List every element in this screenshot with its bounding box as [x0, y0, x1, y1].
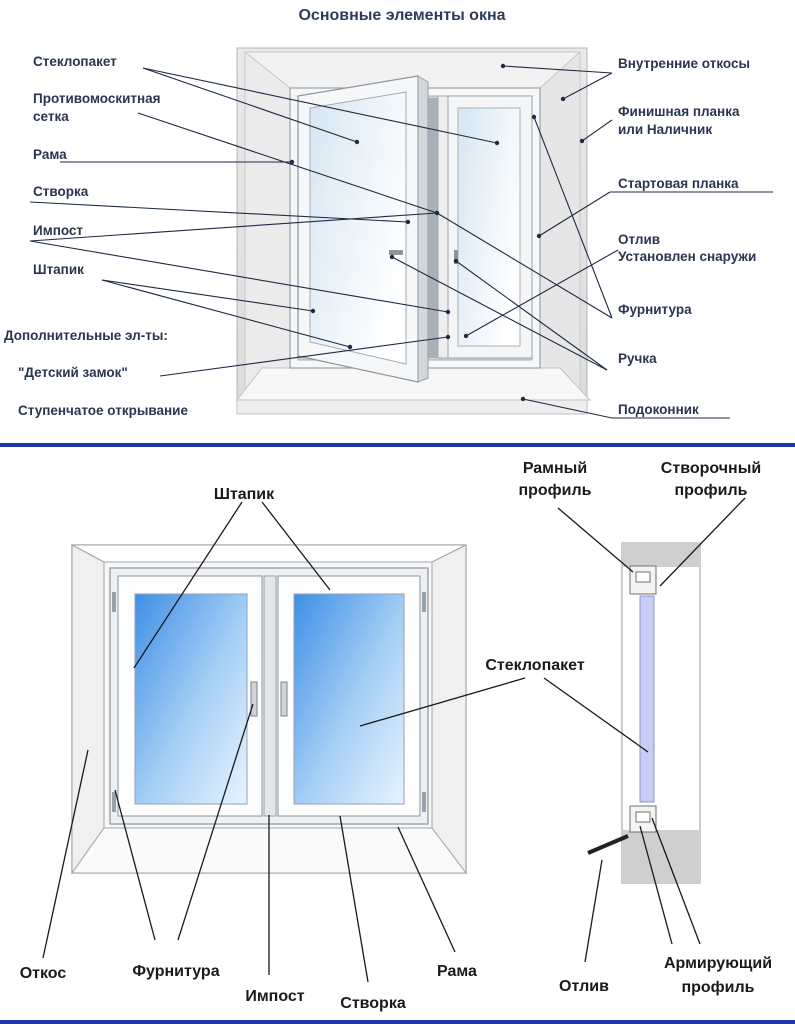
bottom-border [0, 1020, 795, 1024]
label-frame-bottom: Рама [437, 963, 477, 980]
label-mosquito-net-line2: сетка [33, 109, 69, 124]
profile-cross-section [587, 542, 701, 884]
bottom-leader-lines [42, 497, 746, 983]
label-frame-profile-line2: профиль [518, 482, 591, 499]
label-sash: Створка [33, 184, 89, 199]
label-inner-slopes: Внутренние откосы [618, 56, 750, 71]
label-handle: Ручка [618, 351, 657, 366]
label-sill: Подоконник [618, 402, 699, 417]
label-step-opening: Ступенчатое открывание [18, 403, 188, 418]
diagram-title: Основные элементы окна [298, 7, 505, 24]
label-glazing: Стеклопакет [33, 54, 117, 69]
label-hardware: Фурнитура [618, 302, 692, 317]
label-hardware-bottom: Фурнитура [132, 963, 219, 980]
label-drip-bottom: Отлив [559, 978, 609, 995]
label-sash-profile-line1: Створочный [661, 460, 761, 477]
label-bead-bottom: Штапик [214, 486, 275, 503]
label-drip-line1: Отлив [618, 232, 660, 247]
label-finish-strip-line1: Финишная планка [618, 104, 740, 119]
label-sash-profile-line2: профиль [674, 482, 747, 499]
label-slope: Откос [20, 965, 67, 982]
label-glazing-bottom: Стеклопакет [485, 657, 584, 674]
label-start-strip: Стартовая планка [618, 176, 739, 191]
label-impost-bottom: Импост [245, 988, 304, 1005]
top-leader-lines [29, 65, 773, 419]
label-reinforcing-profile-line2: профиль [681, 979, 754, 996]
top-window-illustration [235, 47, 592, 415]
label-reinforcing-profile-line1: Армирующий [664, 955, 772, 972]
label-child-lock: "Детский замок" [18, 365, 128, 380]
label-finish-strip-line2: или Наличник [618, 122, 712, 137]
label-drip-line2: Установлен снаружи [618, 249, 756, 264]
section-divider [0, 443, 795, 447]
label-impost: Импост [33, 223, 83, 238]
label-frame-profile-line1: Рамный [523, 460, 587, 477]
label-mosquito-net-line1: Противомоскитная [33, 91, 161, 106]
label-sash-bottom: Створка [340, 995, 406, 1012]
top-leader-dots [289, 63, 585, 402]
label-extra-elements: Дополнительные эл-ты: [4, 328, 168, 343]
label-bead: Штапик [33, 262, 84, 277]
label-frame: Рама [33, 147, 67, 162]
